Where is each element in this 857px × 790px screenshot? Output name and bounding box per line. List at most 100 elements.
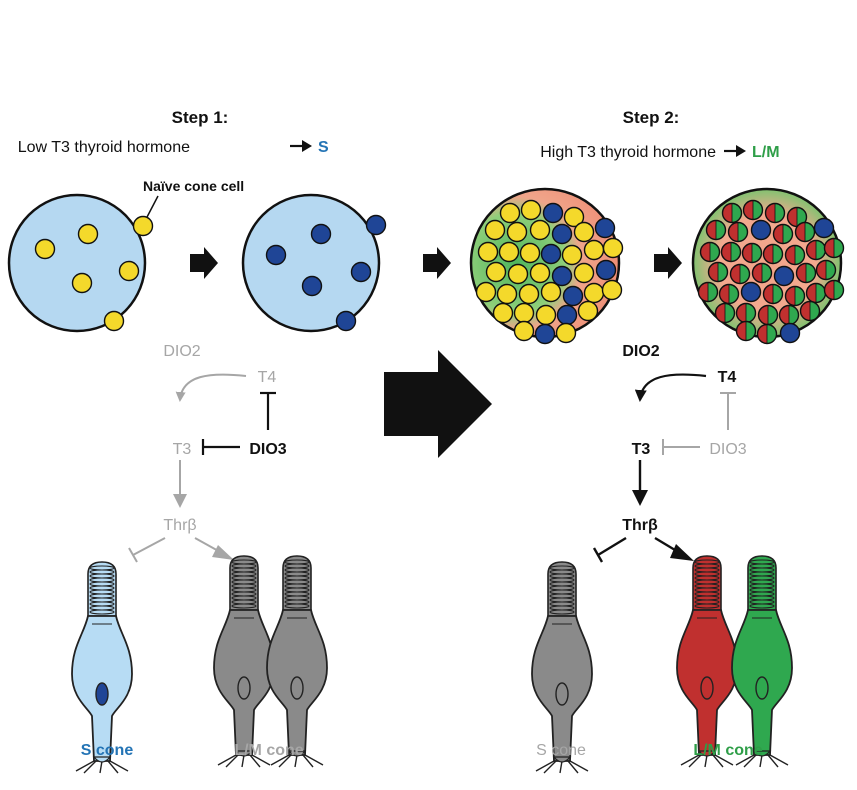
naive-cell (577, 300, 599, 322)
p2-thrb-inhibit-s (597, 536, 627, 557)
lm-cell (720, 241, 742, 263)
blue-cell (265, 244, 287, 266)
blue-cell (740, 281, 762, 303)
naive-cell (132, 215, 154, 237)
mixed-cell-dots (475, 199, 624, 345)
naive-cell (499, 202, 521, 224)
lm-cell (721, 202, 743, 224)
blue-cell (540, 243, 562, 265)
p2-t4: T4 (718, 369, 737, 386)
pathway-left: DIO2 T4 T3 DIO3 Thrβ (128, 343, 287, 563)
lm-cell (741, 242, 763, 264)
naive-cell (518, 283, 540, 305)
lm-cell (762, 243, 784, 265)
lm-cell (757, 304, 779, 326)
blue-cell (773, 265, 795, 287)
lm-cell (784, 244, 806, 266)
lm-cell (729, 263, 751, 285)
cone1-s-label: S cone (81, 742, 134, 759)
lm-cone-green (731, 555, 793, 768)
lm-cell (823, 279, 845, 301)
step2-arrow-icon (724, 145, 746, 157)
naive-cell (498, 241, 520, 263)
step2-result: L/M (752, 144, 780, 161)
step1-title: Step 1: (172, 108, 229, 127)
naive-cell (561, 244, 583, 266)
blue-cell (335, 310, 357, 332)
lm-cell (714, 302, 736, 324)
circle-naive-cells (7, 193, 154, 333)
naive-cone-annotation: Naïve cone cell (143, 178, 244, 194)
step1-arrow-icon (290, 140, 312, 152)
lm-cell (795, 262, 817, 284)
naive-cell (535, 304, 557, 326)
blue-cell (750, 219, 772, 241)
big-arrow-right-icon (384, 350, 492, 458)
s-cell-dots (265, 214, 387, 332)
lm-cell-dots (697, 199, 845, 345)
naive-cell (601, 279, 623, 301)
pathway-right: DIO2 T4 T3 DIO3 Thrβ (592, 343, 747, 563)
blue-cell (562, 285, 584, 307)
lm-cell (805, 282, 827, 304)
s-cone-gray (531, 561, 593, 774)
lm-cell (762, 283, 784, 305)
cone2-s-label: S cone (536, 742, 586, 759)
naive-cell-dots (34, 215, 154, 332)
naive-cell (519, 242, 541, 264)
lm-cone-red (676, 555, 738, 768)
nucleus (237, 676, 251, 700)
blue-cell (301, 275, 323, 297)
naive-cell (492, 302, 514, 324)
lm-cell (735, 320, 757, 342)
naive-cell (602, 237, 624, 259)
naive-cell (103, 310, 125, 332)
p2-dio2: DIO2 (622, 343, 659, 360)
lm-cell (805, 239, 827, 261)
naive-cell (506, 221, 528, 243)
p1-t3: T3 (173, 441, 192, 458)
lm-cell (705, 219, 727, 241)
lm-cell (742, 199, 764, 221)
naive-cell (573, 221, 595, 243)
naive-cell (583, 239, 605, 261)
p1-dio2: DIO2 (163, 343, 200, 360)
lm-cell (823, 237, 845, 259)
lm-cell (778, 304, 800, 326)
blue-cell (534, 323, 556, 345)
blue-cell (551, 223, 573, 245)
naive-cell (496, 283, 518, 305)
lm-cell (784, 285, 806, 307)
arrow-right-icon-1 (190, 247, 218, 279)
p1-dio3: DIO3 (249, 441, 286, 458)
p1-t4-to-t3-arrow (175, 373, 247, 402)
step1-result: S (318, 139, 329, 156)
lm-cell (699, 241, 721, 263)
lm-cell (718, 283, 740, 305)
naive-cell (507, 263, 529, 285)
naive-cell (485, 261, 507, 283)
blue-cell (779, 322, 801, 344)
circle-mixed-cells (469, 187, 624, 345)
blue-cell (595, 259, 617, 281)
circle-s-cells (241, 193, 387, 333)
blue-cell (594, 217, 616, 239)
naive-cell (529, 262, 551, 284)
naive-cell (71, 272, 93, 294)
p2-dio3: DIO3 (709, 441, 746, 458)
s-cone-blue (71, 561, 133, 774)
p1-thrb-inhibit-s (132, 537, 166, 556)
lm-cell (772, 223, 794, 245)
circle-lm-cells (691, 187, 845, 345)
arrow-right-icon-3 (654, 247, 682, 279)
blue-cell (813, 217, 835, 239)
nucleus (95, 682, 109, 706)
blue-cell (350, 261, 372, 283)
naive-cell (529, 219, 551, 241)
naive-cell (118, 260, 140, 282)
lm-cell (786, 206, 808, 228)
step2-title: Step 2: (623, 108, 680, 127)
p2-t4-to-t3-arrow (634, 373, 707, 402)
lm-cone-gray-2 (266, 555, 328, 768)
